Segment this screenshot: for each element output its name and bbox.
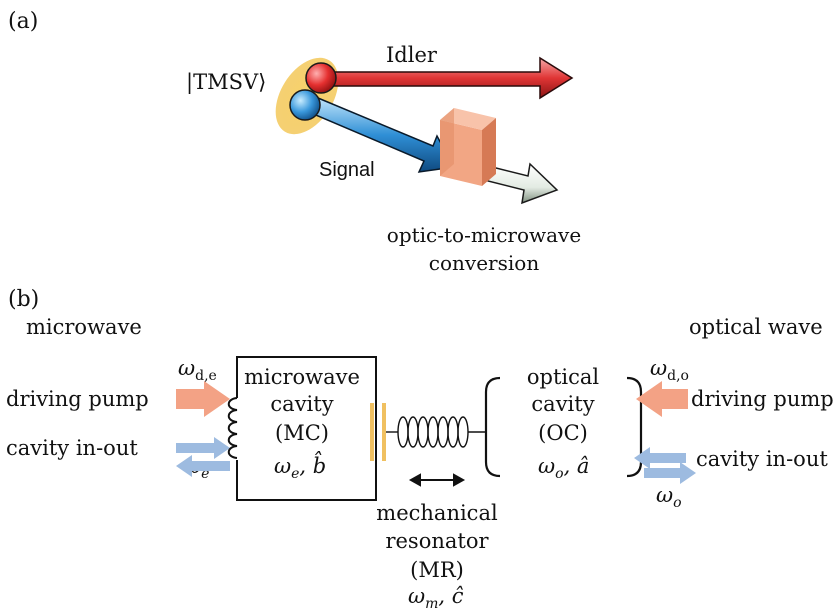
conversion-label-2: conversion [429,251,540,275]
idler-photon [305,62,337,94]
right-out-arrow [644,462,696,484]
mr-line3: (MR) [410,558,464,582]
oc-right-mirror [626,376,643,478]
right-title: optical wave [689,315,823,339]
mr-symbols: ωm, ĉ [408,584,464,611]
oc-line1: optical [527,365,600,389]
left-inout-label: cavity in-out [6,436,138,460]
right-inout-freq: ωo [656,483,682,511]
oc-line3: (OC) [538,421,588,445]
signal-label: Signal [319,159,375,181]
left-pump-freq: ωd,e [178,356,217,384]
converted-arrow [483,162,559,205]
left-pump-label: driving pump [6,387,149,411]
right-pump-freq: ωd,o [650,356,689,384]
right-pump-label: driving pump [691,387,834,411]
mr-line2: resonator [385,529,489,553]
right-in-arrow [634,447,686,469]
oscillation-arrow [408,473,466,487]
left-in-arrow [176,437,230,459]
idler-label: Idler [386,43,438,67]
panel-a-label: (a) [8,9,38,34]
signal-arrow [309,97,456,173]
right-inout-label: cavity in-out [696,447,828,471]
conversion-label-1: optic-to-microwave [387,223,581,247]
left-out-arrow [176,455,230,477]
left-pump-arrow [176,381,230,417]
tmsv-label: |TMSV⟩ [186,70,266,95]
signal-photon [289,89,321,121]
mc-line3: (MC) [275,421,329,445]
mc-line1: microwave [244,365,360,389]
left-title: microwave [26,315,142,339]
mr-line1: mechanical [376,501,498,525]
oc-symbols: ωo, â [538,454,589,482]
mc-symbols: ωe, b̂ [274,451,326,482]
mc-line2: cavity [270,392,333,416]
oc-line2: cavity [531,392,594,416]
right-pump-arrow [636,381,688,417]
capacitor-plate-1 [370,403,374,461]
panel-b-label: (b) [8,287,39,312]
oc-left-mirror [484,376,501,478]
mechanical-spring [386,416,486,448]
coil-mask [232,398,244,460]
idler-arrow [321,56,574,100]
capacitor-plate-2 [382,403,386,461]
converter-block [440,108,496,186]
inductor-coil [227,397,238,459]
